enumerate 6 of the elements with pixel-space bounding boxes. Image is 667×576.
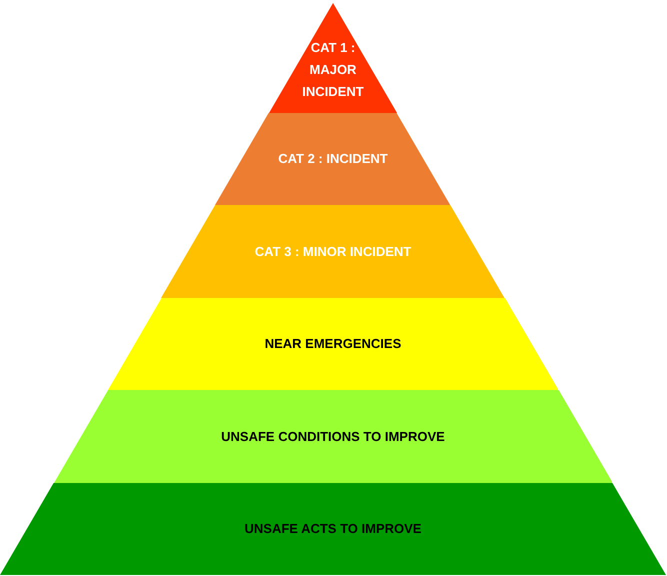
tier-label: UNSAFE ACTS TO IMPROVE — [244, 520, 422, 538]
tier-label: CAT 3 : MINOR INCIDENT — [254, 242, 412, 260]
tier-label: CAT 2 : INCIDENT — [277, 150, 389, 168]
tier-label: NEAR EMERGENCIES — [264, 335, 402, 353]
tier-label: UNSAFE CONDITIONS TO IMPROVE — [220, 428, 446, 446]
tier-label: CAT 1 : MAJOR INCIDENT — [301, 39, 365, 101]
